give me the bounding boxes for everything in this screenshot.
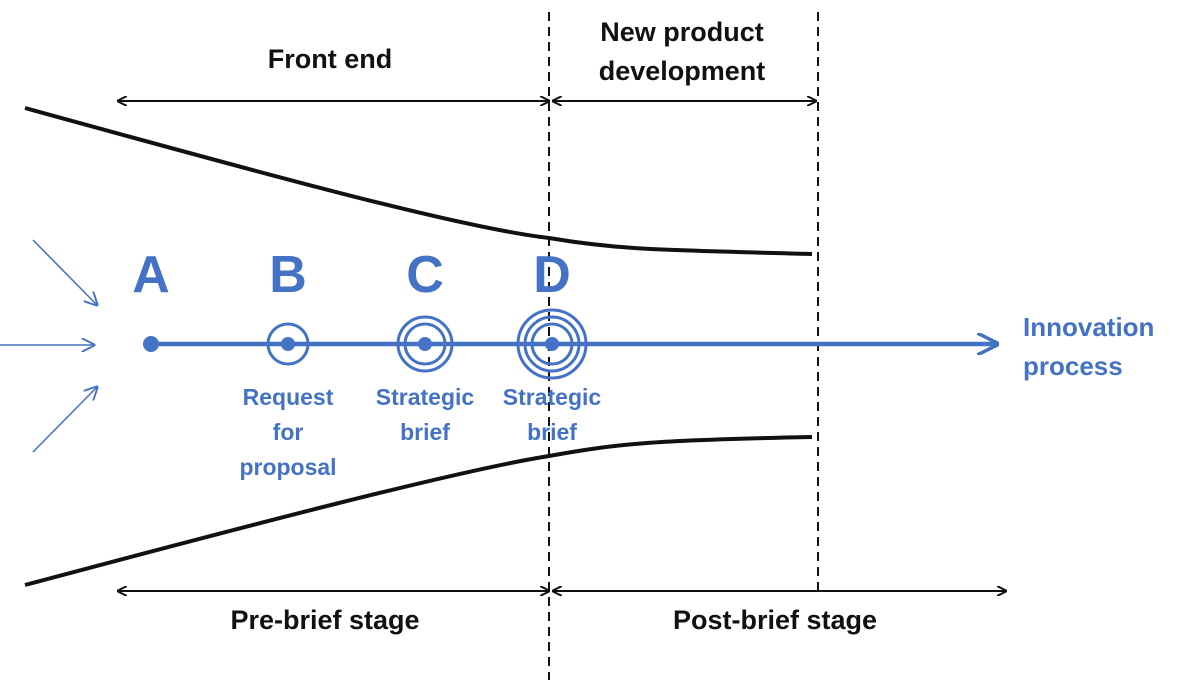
milestone-d-ring-3 bbox=[516, 308, 588, 380]
funnel-bottom-curve bbox=[24, 435, 813, 587]
milestone-c: C Strategic brief bbox=[376, 246, 475, 445]
npd-label-line1: New product bbox=[600, 17, 764, 47]
input-arrow-top bbox=[32, 239, 97, 305]
milestone-d-ring-2 bbox=[523, 315, 581, 373]
milestone-d-caption-line2: brief bbox=[527, 419, 577, 445]
milestone-d-letter: D bbox=[533, 246, 571, 304]
milestone-c-caption-line2: brief bbox=[400, 419, 450, 445]
milestone-b-ring-1 bbox=[266, 322, 310, 366]
milestone-b-caption-line1: Request bbox=[243, 384, 334, 410]
milestone-d-dot bbox=[545, 337, 559, 351]
milestone-a-dot bbox=[143, 336, 159, 352]
milestone-c-letter: C bbox=[406, 246, 444, 304]
milestone-b-letter: B bbox=[269, 246, 307, 304]
front-end-label: Front end bbox=[268, 44, 392, 74]
input-arrow-bottom bbox=[32, 387, 97, 453]
innovation-process-label-line1: Innovation bbox=[1023, 312, 1154, 342]
milestone-d: D Strategic brief bbox=[503, 246, 602, 445]
milestone-c-dot bbox=[418, 337, 432, 351]
milestone-d-ring-1 bbox=[530, 322, 574, 366]
innovation-process-label-line2: process bbox=[1023, 351, 1123, 381]
milestone-b-caption-line2: for bbox=[273, 419, 304, 445]
milestone-b-dot bbox=[281, 337, 295, 351]
milestone-a: A bbox=[132, 246, 170, 352]
milestone-c-ring-2 bbox=[396, 315, 454, 373]
funnel-top-curve bbox=[24, 106, 813, 256]
milestone-b-caption-line3: proposal bbox=[239, 454, 336, 480]
pre-brief-label: Pre-brief stage bbox=[230, 605, 419, 635]
milestone-d-caption-line1: Strategic bbox=[503, 384, 602, 410]
milestone-c-ring-1 bbox=[403, 322, 447, 366]
post-brief-label: Post-brief stage bbox=[673, 605, 877, 635]
milestone-c-caption-line1: Strategic bbox=[376, 384, 475, 410]
npd-label-line2: development bbox=[599, 56, 766, 86]
milestone-a-letter: A bbox=[132, 246, 170, 304]
milestone-b: B Request for proposal bbox=[239, 246, 336, 480]
